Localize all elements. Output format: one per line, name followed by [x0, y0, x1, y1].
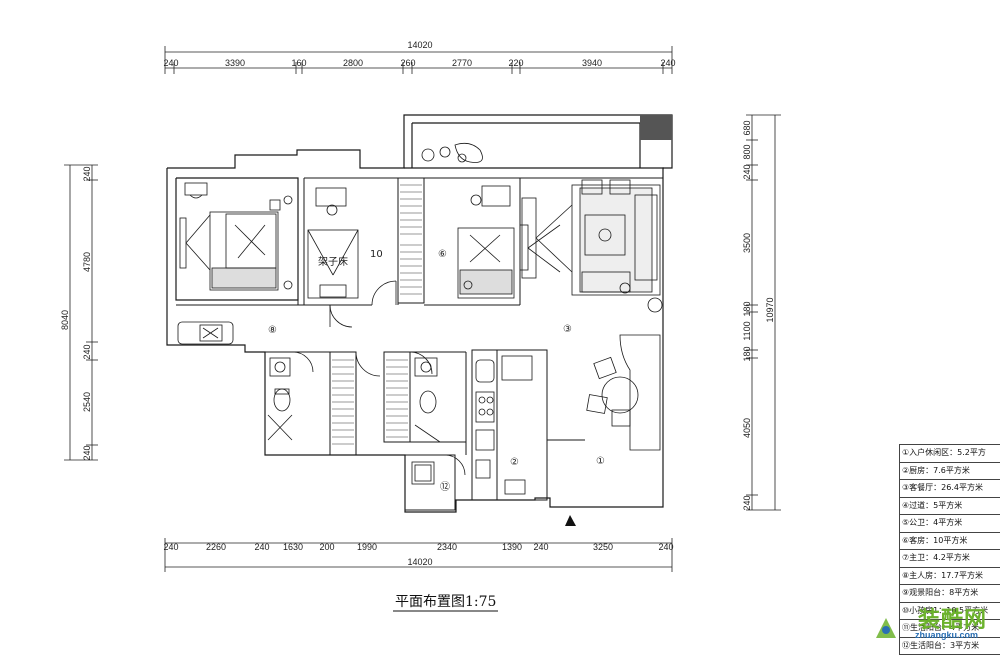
bunk-bed-label: 架子床 [318, 255, 348, 268]
right-dim-9: 240 [742, 495, 752, 510]
bottom-dim-9: 240 [533, 542, 548, 552]
room-8-label: ⑧ [268, 325, 277, 336]
left-segment-dims: 240 4780 240 2540 240 [82, 166, 92, 460]
corner-column [640, 115, 672, 140]
right-segment-dims: 680 800 240 3500 180 1100 180 4050 240 [742, 120, 752, 510]
bottom-dimension-lines [164, 538, 673, 572]
right-dim-6: 1100 [742, 321, 752, 340]
laundry-balcony [411, 461, 435, 485]
right-dim-5: 180 [742, 301, 752, 316]
legend-item: ⑤公卫：4平方米 [900, 515, 1000, 533]
room-10-label: 10 [370, 249, 383, 260]
bottom-dim-7: 2340 [437, 542, 457, 552]
right-dim-4: 3500 [742, 233, 752, 253]
legend-item: ⑦主卫：4.2平方米 [900, 550, 1000, 568]
legend-item: ②厨房：7.6平方米 [900, 463, 1000, 480]
right-dim-3: 240 [742, 164, 752, 179]
bottom-dim-2: 2260 [206, 542, 226, 552]
top-dimension-lines [164, 46, 673, 74]
left-dim-4: 2540 [82, 392, 92, 412]
entry-arrow-icon [565, 515, 576, 526]
master-chaise [177, 321, 234, 345]
top-dim-3: 160 [291, 58, 306, 68]
dining-area [586, 334, 661, 451]
room-2-label: ② [510, 457, 519, 468]
top-overall-dim: 14020 [407, 40, 432, 50]
right-dim-1: 680 [742, 120, 752, 135]
left-dim-5: 240 [82, 445, 92, 460]
right-dim-8: 4050 [742, 418, 752, 438]
bottom-dim-6: 1990 [357, 542, 377, 552]
legend-item: ⑪生活阳台：4平方米 [900, 620, 1000, 638]
area-legend: ①入户休闲区：5.2平方 ②厨房：7.6平方米 ③客餐厅：26.4平方米 ④过道… [899, 444, 1000, 655]
bottom-dim-11: 240 [658, 542, 673, 552]
left-dim-1: 240 [82, 166, 92, 181]
kitchen-fixtures [475, 355, 533, 495]
watermark-text: 装酷网 [918, 608, 988, 633]
top-dim-4: 2800 [343, 58, 363, 68]
bottom-dim-8: 1390 [502, 542, 522, 552]
top-dim-1: 240 [163, 58, 178, 68]
bottom-dim-4: 1630 [283, 542, 303, 552]
top-dim-2: 3390 [225, 58, 245, 68]
legend-item: ⑫生活阳台：3平方米 [902, 640, 980, 650]
bottom-dim-1: 240 [163, 542, 178, 552]
top-segment-dims: 240 3390 160 2800 260 2770 220 3940 240 [163, 58, 675, 68]
left-dimension-lines [64, 164, 98, 461]
door-swings [292, 280, 466, 476]
wardrobe-hatching [332, 184, 422, 445]
tv-cabinet [521, 197, 573, 279]
bathroom-fixtures [267, 357, 441, 443]
bunk-bed [307, 187, 359, 299]
top-dim-7: 220 [508, 58, 523, 68]
legend-item: ⑨观景阳台：8平方米 [900, 585, 1000, 603]
guest-bed [457, 185, 561, 299]
bottom-dim-3: 240 [254, 542, 269, 552]
legend-item: ⑧主人房：17.7平方米 [900, 568, 1000, 585]
top-dim-9: 240 [660, 58, 675, 68]
living-sofa-set [571, 179, 663, 313]
balcony-planters [421, 142, 483, 163]
interior-walls [176, 177, 663, 511]
room-3-label: ③ [563, 324, 572, 335]
room-1-label: ① [596, 456, 605, 467]
right-dim-2: 800 [742, 144, 752, 159]
watermark-url: zhuangku.com [915, 630, 979, 640]
outer-walls [166, 114, 673, 513]
drawing-title: 平面布置图1:75 [395, 594, 496, 610]
top-dim-5: 260 [400, 58, 415, 68]
bottom-segment-dims: 240 2260 240 1630 200 1990 2340 1390 240… [163, 542, 673, 552]
room-12-label: ⑫ [440, 481, 450, 493]
watermark-logo-icon [876, 618, 896, 638]
master-bed [179, 195, 293, 291]
legend-item: ①入户休闲区：5.2平方 [900, 445, 1000, 463]
right-dimension-lines [746, 114, 781, 511]
top-dim-8: 3940 [582, 58, 602, 68]
right-overall-dim: 10970 [765, 297, 775, 322]
legend-item: ④过道：5平方米 [900, 498, 1000, 515]
bottom-dim-10: 3250 [593, 542, 613, 552]
left-dim-3: 240 [82, 344, 92, 359]
legend-item: ⑥客房：10平方米 [900, 533, 1000, 550]
bottom-dim-5: 200 [319, 542, 334, 552]
left-overall-dim: 8040 [60, 310, 70, 330]
master-desk-chair [184, 182, 208, 199]
legend-item: ⑩小孩房1：10.5平方米 [900, 603, 1000, 620]
legend-item: ③客餐厅：26.4平方米 [900, 480, 1000, 498]
right-dim-7: 180 [742, 346, 752, 361]
bottom-overall-dim: 14020 [407, 557, 432, 567]
top-dim-6: 2770 [452, 58, 472, 68]
room-6-label: ⑥ [438, 249, 447, 260]
left-dim-2: 4780 [82, 252, 92, 272]
